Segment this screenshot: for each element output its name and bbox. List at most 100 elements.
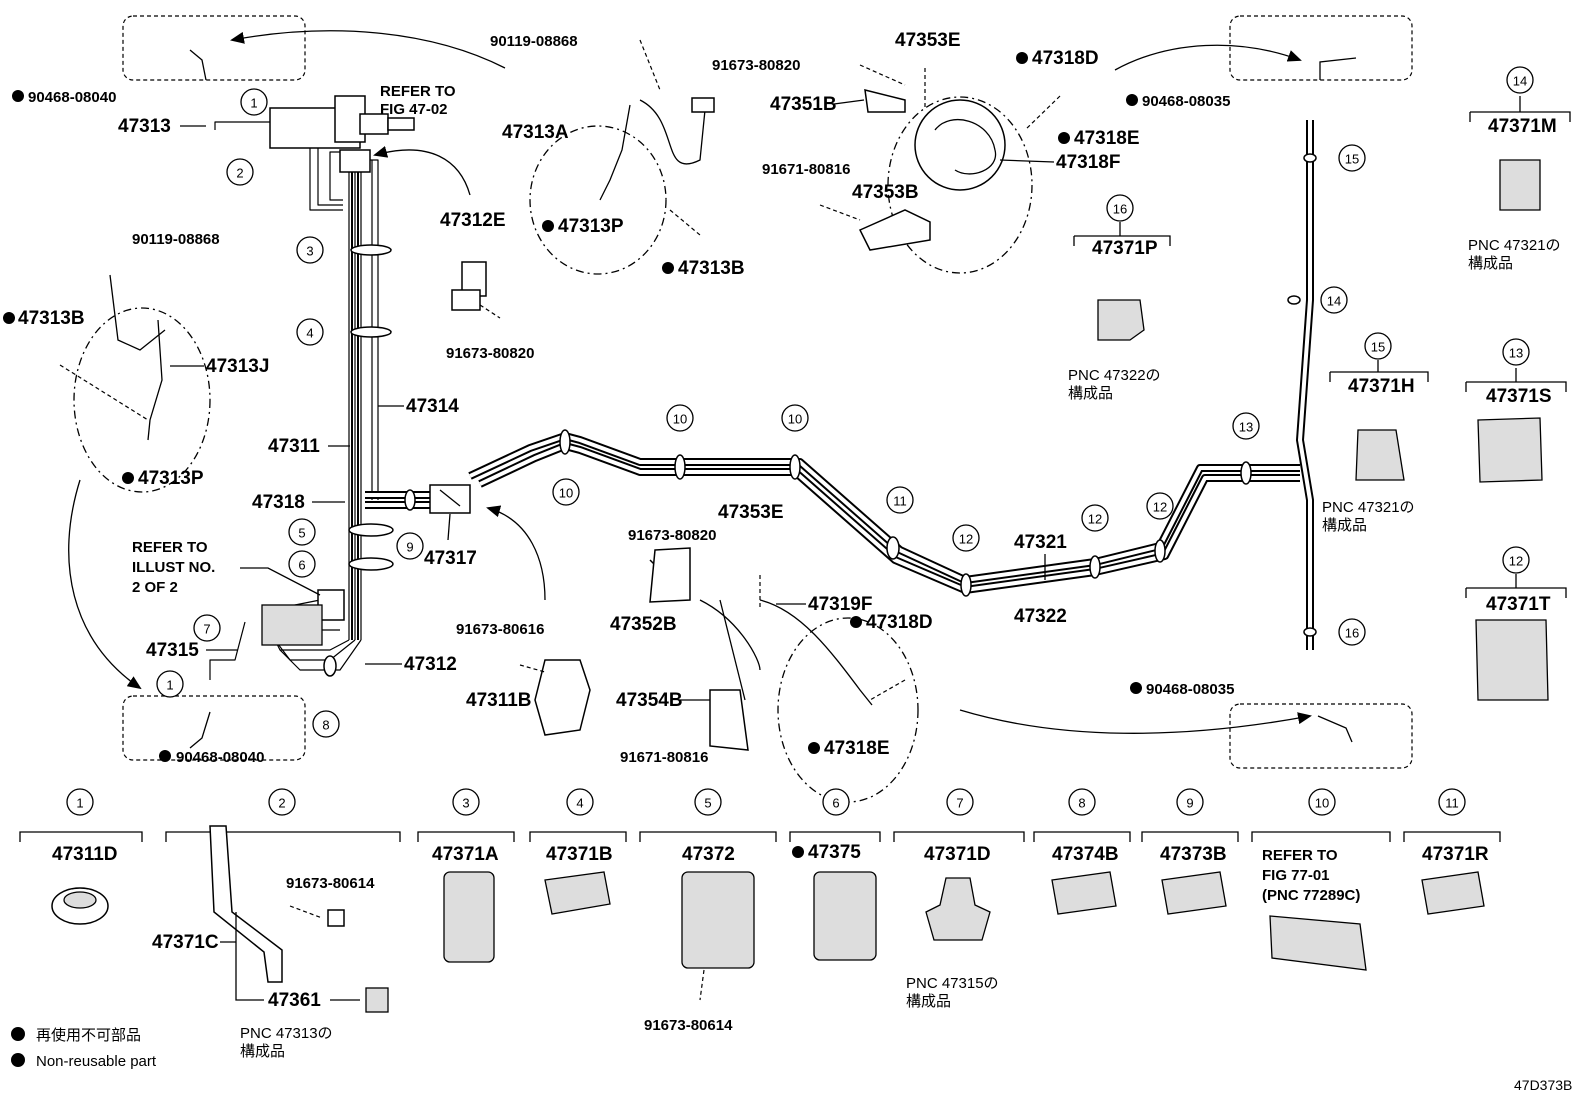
callout-number: 1 [250, 96, 257, 111]
label-47371S: 47371S [1486, 386, 1552, 407]
callout-number: 9 [406, 540, 413, 555]
label-47371H: 47371H [1348, 376, 1415, 397]
label-refer-fig-77-01-line2: FIG 77-01 [1262, 867, 1330, 884]
label-47317: 47317 [424, 548, 477, 569]
callout-number: 14 [1327, 294, 1341, 309]
label-47371R: 47371R [1422, 844, 1489, 865]
callout-number: 13 [1509, 346, 1523, 361]
label-90119-08868-top: 90119-08868 [490, 33, 578, 50]
callout-11: 11 [1438, 788, 1466, 816]
sensor-47312E [451, 261, 501, 319]
callout-circle [1068, 788, 1096, 816]
label-47353E-mid: 47353E [718, 502, 784, 523]
label-47375: 47375 [808, 842, 861, 863]
callout-15: 15 [1338, 144, 1366, 172]
label-47372: 47372 [682, 844, 735, 865]
label-47371M: 47371M [1488, 116, 1557, 137]
master-cylinder [269, 95, 415, 173]
callout-number: 12 [1509, 554, 1523, 569]
callout-number: 4 [576, 796, 583, 811]
hose-group-top [529, 39, 715, 275]
callout-circle [452, 788, 480, 816]
callout-12: 12 [1081, 504, 1109, 532]
callout-circle [193, 614, 221, 642]
non-reusable-dot-icon [808, 742, 820, 754]
callout-12: 12 [1146, 492, 1174, 520]
label-47321: 47321 [1014, 532, 1067, 553]
label-90119-08868-left: 90119-08868 [132, 231, 220, 248]
non-reusable-dot-icon [11, 1027, 25, 1041]
label-47318D-mid: 47318D [866, 612, 933, 633]
label-47351B: 47351B [770, 94, 837, 115]
callout-14: 14 [1320, 286, 1348, 314]
non-reusable-dot-icon [12, 90, 24, 102]
callout-circle [781, 404, 809, 432]
callout-8: 8 [312, 710, 340, 738]
callout-number: 11 [1445, 796, 1459, 811]
callout-circle [1106, 194, 1134, 222]
callout-number: 8 [1078, 796, 1085, 811]
callout-circle [1232, 412, 1260, 440]
label-47371D: 47371D [924, 844, 991, 865]
callout-13: 13 [1232, 412, 1260, 440]
label-47371P: 47371P [1092, 238, 1158, 259]
callout-1: 1 [156, 670, 184, 698]
label-refer-fig-47-02-line2: FIG 47-02 [380, 101, 448, 118]
callout-number: 2 [236, 166, 243, 181]
detail-box-bottom-left [122, 695, 306, 761]
callout-10: 10 [666, 404, 694, 432]
label-pnc-47322-sub: 構成品 [1068, 385, 1113, 402]
label-91673-80820-top: 91673-80820 [712, 57, 800, 74]
callout-9: 9 [396, 532, 424, 560]
label-47313P-left: 47313P [138, 468, 204, 489]
callout-circle [156, 670, 184, 698]
callout-number: 12 [1153, 500, 1167, 515]
callout-7: 7 [946, 788, 974, 816]
label-47318E-mid: 47318E [824, 738, 890, 759]
label-47313: 47313 [118, 116, 171, 137]
label-47318: 47318 [252, 492, 305, 513]
label-47311B: 47311B [466, 690, 532, 711]
callout-16: 16 [1338, 618, 1366, 646]
callout-2: 2 [268, 788, 296, 816]
label-47374B: 47374B [1052, 844, 1119, 865]
detail-box-top-left [122, 15, 306, 81]
callout-1: 1 [240, 88, 268, 116]
non-reusable-dot-icon [1126, 94, 1138, 106]
label-47371C: 47371C [152, 932, 219, 953]
label-47313B-top: 47313B [678, 258, 745, 279]
callout-10: 10 [552, 478, 580, 506]
callout-number: 10 [1315, 796, 1329, 811]
label-pnc-47315-sub: 構成品 [906, 993, 951, 1010]
callout-number: 11 [893, 494, 907, 509]
label-pnc-47321-a-sub: 構成品 [1468, 255, 1513, 272]
non-reusable-dot-icon [850, 616, 862, 628]
callout-number: 4 [306, 326, 313, 341]
label-91671-80816-top: 91671-80816 [762, 161, 850, 178]
label-pnc-47321-a: PNC 47321の [1468, 237, 1561, 254]
label-90468-08035-bot: 90468-08035 [1146, 681, 1234, 698]
callout-circle [396, 532, 424, 560]
callout-circle [1338, 618, 1366, 646]
bracket-group-top [819, 64, 1061, 274]
brake-lines [209, 120, 1317, 680]
label-47311D: 47311D [52, 844, 118, 865]
callout-number: 5 [704, 796, 711, 811]
label-47313J: 47313J [206, 356, 269, 377]
callout-number: 14 [1513, 74, 1527, 89]
callout-16: 16 [1106, 194, 1134, 222]
callout-circle [886, 486, 914, 514]
callout-9: 9 [1176, 788, 1204, 816]
label-47312: 47312 [404, 654, 457, 675]
label-refer-fig-77-01-line1: REFER TO [1262, 847, 1338, 864]
callout-4: 4 [296, 318, 324, 346]
callout-circle [1502, 338, 1530, 366]
label-refer-fig-47-02-line1: REFER TO [380, 83, 456, 100]
label-refer-fig-77-01-line3: (PNC 77289C) [1262, 887, 1360, 904]
label-pnc-47313: PNC 47313の [240, 1025, 333, 1042]
callout-11: 11 [886, 486, 914, 514]
callout-14: 14 [1506, 66, 1534, 94]
callout-circle [1364, 332, 1392, 360]
label-pnc-47313-sub: 構成品 [240, 1043, 285, 1060]
